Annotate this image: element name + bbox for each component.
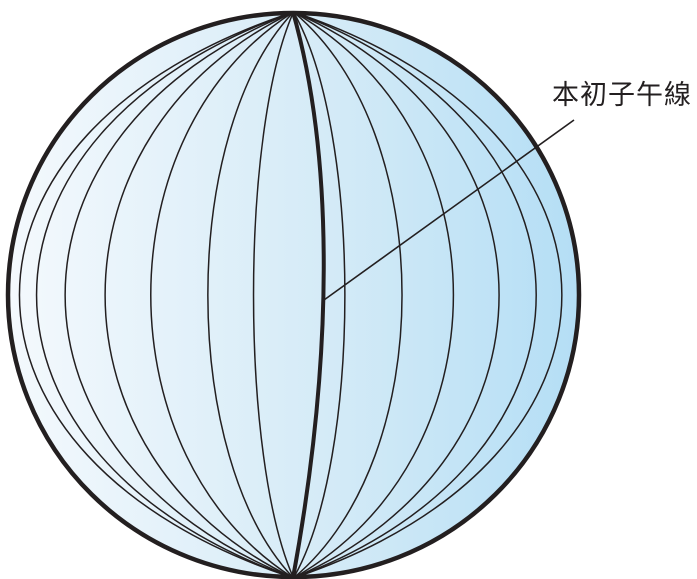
prime-meridian-label: 本初子午線 [552, 80, 692, 112]
globe-sphere [8, 13, 579, 577]
